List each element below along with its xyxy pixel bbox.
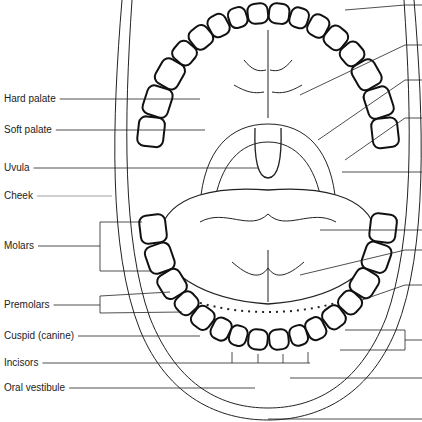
molars-bracket bbox=[100, 222, 150, 271]
leader-line bbox=[34, 168, 258, 169]
part-label: Cheek bbox=[4, 190, 33, 202]
part-label: Premolars bbox=[4, 299, 50, 311]
part-label: Oral vestibule bbox=[4, 382, 65, 394]
part-label: Molars bbox=[4, 240, 34, 252]
part-label: Uvula bbox=[4, 162, 30, 174]
tooth bbox=[247, 3, 269, 25]
tooth bbox=[247, 329, 268, 351]
tooth bbox=[360, 240, 394, 275]
premolars-bracket bbox=[100, 292, 182, 313]
tooth bbox=[138, 214, 167, 245]
part-label: Soft palate bbox=[4, 124, 52, 136]
leader-line bbox=[37, 196, 112, 197]
mouth-outline bbox=[115, 0, 421, 420]
leader-line bbox=[54, 305, 100, 306]
incisor-ticks bbox=[232, 352, 308, 363]
tooth bbox=[227, 324, 249, 348]
leader-line bbox=[42, 363, 310, 364]
face-outline bbox=[115, 0, 421, 420]
leader-lines bbox=[100, 5, 422, 419]
leader-line bbox=[60, 99, 200, 100]
uvula-shape bbox=[255, 128, 281, 178]
tooth bbox=[371, 117, 400, 149]
tooth bbox=[136, 116, 165, 148]
left-leaders bbox=[34, 99, 310, 388]
part-label: Hard palate bbox=[4, 93, 56, 105]
right-leaders bbox=[268, 5, 422, 419]
tooth bbox=[268, 3, 290, 25]
leader-line bbox=[38, 246, 100, 247]
lip-outline bbox=[127, 0, 409, 408]
tongue bbox=[160, 189, 377, 304]
part-label: Incisors bbox=[4, 357, 38, 369]
teeth bbox=[136, 3, 399, 351]
tooth bbox=[369, 213, 398, 244]
tongue-folds bbox=[200, 214, 336, 302]
part-label: Cuspid (canine) bbox=[4, 330, 74, 342]
leader-line bbox=[56, 130, 205, 131]
tooth bbox=[226, 5, 249, 30]
leader-line bbox=[69, 388, 255, 389]
palate-ridges bbox=[234, 30, 302, 118]
leader-line bbox=[78, 336, 200, 337]
tooth bbox=[268, 329, 289, 351]
